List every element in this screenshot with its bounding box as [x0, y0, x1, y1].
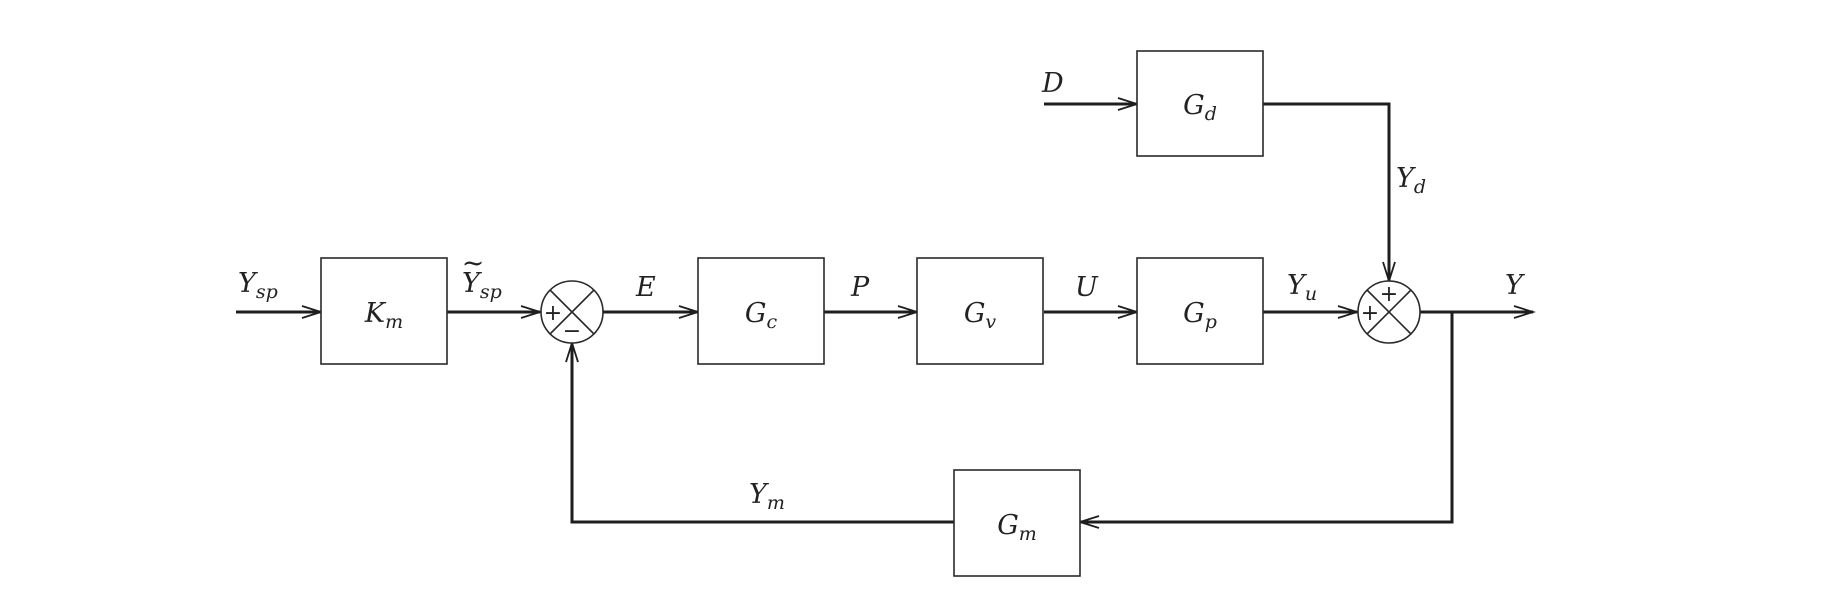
block-gp: Gp [1136, 257, 1264, 365]
label-ysp: Ysp [238, 268, 278, 303]
summer-plus-sign-left: + [1361, 301, 1379, 326]
signal-wires [236, 97, 1536, 529]
summing-junction: + + [1357, 280, 1421, 344]
block-gv: Gv [916, 257, 1044, 365]
label-e: E [635, 272, 656, 303]
block-gc-label: Gc [745, 298, 778, 333]
block-gp-label: Gp [1183, 298, 1217, 333]
comparator-junction: + − [540, 280, 604, 344]
comparator-minus-sign: − [563, 319, 581, 344]
block-gm: Gm [953, 469, 1081, 577]
label-y: Y [1505, 270, 1525, 301]
block-gv-label: Gv [964, 298, 997, 333]
signal-labels: Ysp Ysp ~ E P U Yu Y D Yd Ym [238, 68, 1525, 514]
summer-plus-sign-top: + [1380, 282, 1398, 307]
label-yu: Yu [1287, 270, 1317, 305]
wire-feedback-to-gm [1077, 312, 1454, 529]
block-gm-label: Gm [997, 510, 1037, 545]
label-ym: Ym [749, 479, 785, 514]
label-d: D [1041, 68, 1064, 99]
block-gd: Gd [1136, 50, 1264, 157]
wire-yd [1263, 102, 1396, 284]
label-yd: Yd [1396, 163, 1426, 198]
label-ysp-tilde: Ysp [462, 268, 502, 303]
block-gd-label: Gd [1183, 90, 1217, 125]
comparator-plus-sign: + [544, 301, 562, 326]
block-km-label: Km [364, 298, 403, 333]
block-gc: Gc [697, 257, 825, 365]
label-ysp-tilde-accent: ~ [462, 248, 485, 279]
label-u: U [1075, 272, 1099, 303]
wire-ym [565, 340, 954, 524]
label-p: P [850, 272, 870, 303]
block-km: Km [320, 257, 448, 365]
